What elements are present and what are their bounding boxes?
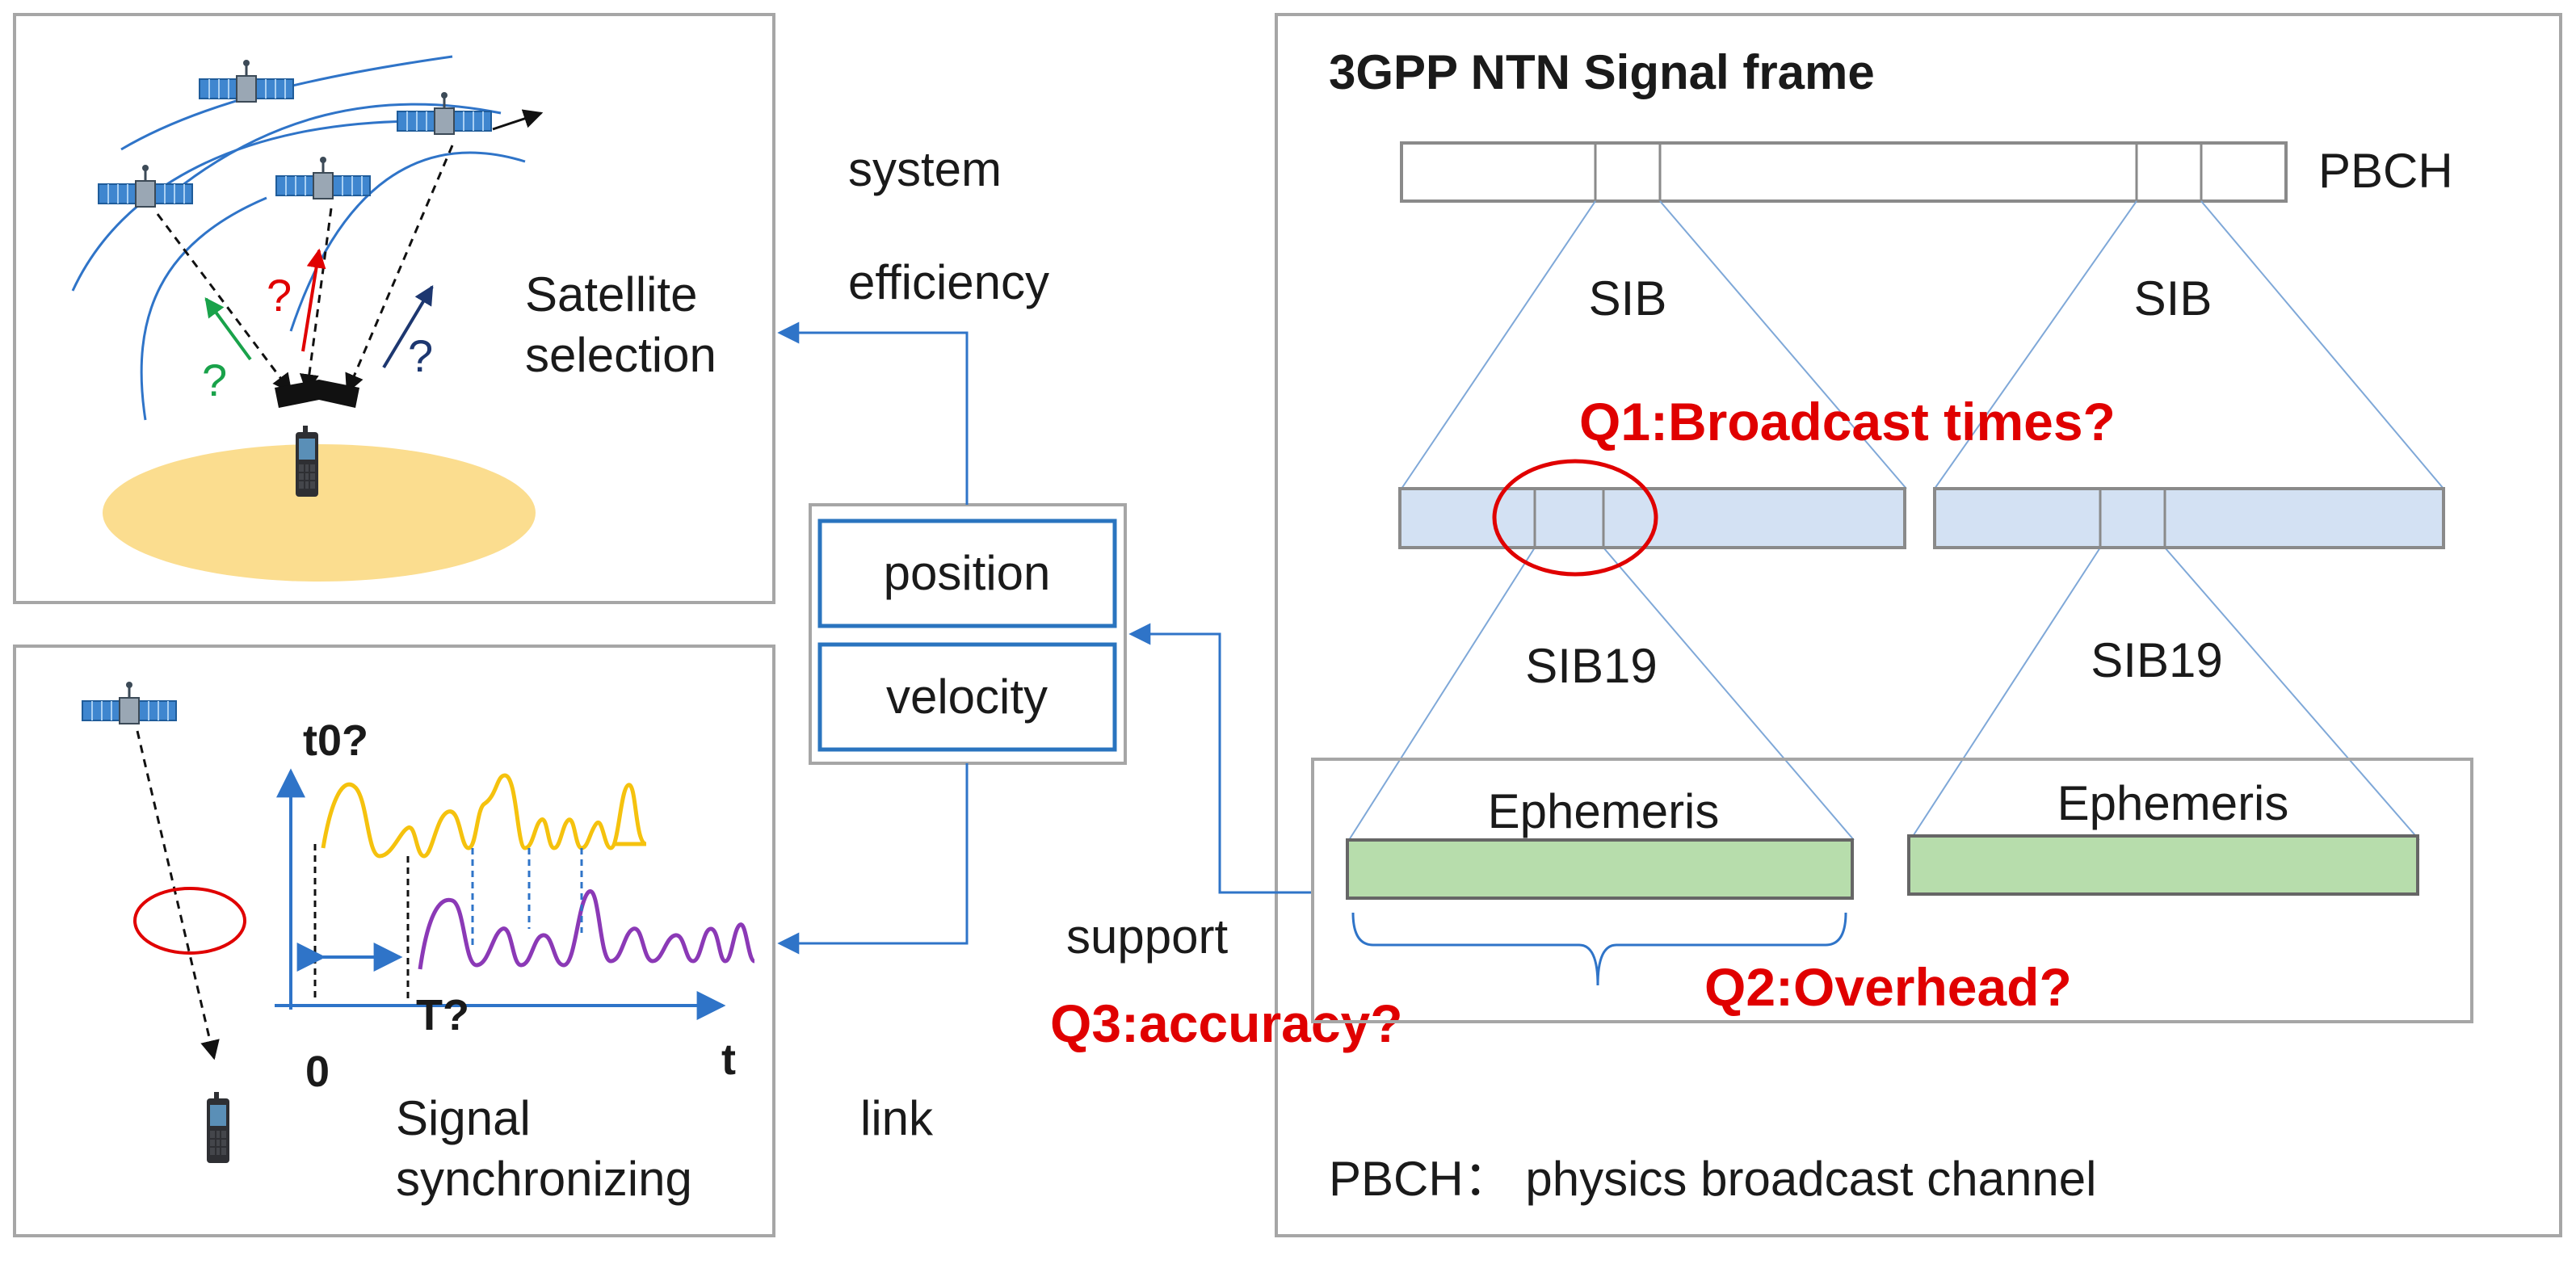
sib-left-dividers — [1533, 489, 1605, 548]
offset-t-label: T? — [416, 991, 469, 1039]
support-label: support — [1066, 909, 1228, 964]
sib19-left-label: SIB19 — [1525, 639, 1657, 693]
satellite-selection-line1: Satellite — [525, 267, 697, 321]
position-label: position — [884, 546, 1051, 600]
signal-sync-line1: Signal — [396, 1091, 531, 1145]
satellite-selection-line2: selection — [525, 328, 716, 382]
question-mark-navy: ? — [408, 330, 433, 381]
velocity-box — [817, 642, 1117, 752]
satellite-link-line — [136, 730, 220, 1060]
pbch-footnote: PBCH： physics broadcast channel — [1329, 1152, 2096, 1206]
ground-coverage-ellipse — [103, 444, 536, 582]
pbch-label: PBCH — [2318, 144, 2453, 198]
t0-label: t0? — [303, 716, 368, 765]
sib19-right-label: SIB19 — [2091, 633, 2222, 687]
system-label: system — [848, 142, 1002, 196]
sib-bar-right — [1933, 487, 2445, 549]
time-axis-label: t — [721, 1035, 736, 1084]
efficiency-label: efficiency — [848, 255, 1049, 309]
candidate-arrow-navy-icon — [382, 284, 434, 369]
frame-title: 3GPP NTN Signal frame — [1329, 45, 1875, 99]
link-label: link — [860, 1091, 934, 1145]
pbch-bar — [1400, 141, 2288, 203]
ephemeris-container — [1311, 758, 2473, 1023]
phone-icon — [206, 1091, 230, 1164]
q1-broadcast-label: Q1:Broadcast times? — [1579, 392, 2116, 451]
phone-icon — [295, 425, 319, 498]
ephemeris-bar-right — [1907, 834, 2419, 896]
signal-frame-panel — [1275, 13, 2562, 1237]
ephemeris-right-label: Ephemeris — [2057, 776, 2289, 830]
origin-zero-label: 0 — [305, 1048, 330, 1096]
arrow-to-signal-sync — [777, 763, 969, 955]
reference-signal-wave — [321, 773, 648, 859]
signal-sync-panel — [13, 645, 775, 1237]
selection-wedge-icon — [275, 380, 359, 408]
question-mark-red: ? — [267, 270, 292, 321]
link-error-ellipse — [133, 887, 246, 955]
question-mark-green: ? — [202, 355, 227, 405]
velocity-label: velocity — [886, 670, 1048, 724]
received-signal-wave — [418, 889, 756, 970]
ephemeris-bar-left — [1346, 838, 1854, 900]
signal-sync-line2: synchronizing — [396, 1152, 692, 1206]
candidate-arrow-green-icon — [204, 297, 252, 361]
sib-right-label: SIB — [2134, 271, 2213, 325]
arrow-to-satellite-selection — [777, 321, 969, 505]
pbch-dividers — [1594, 143, 2203, 201]
overhead-brace — [1351, 912, 1847, 986]
sync-guide-lines — [313, 844, 583, 1002]
broadcast-highlight-ellipse — [1492, 459, 1658, 577]
sib-left-label: SIB — [1589, 271, 1667, 325]
orbit-direction-arrow-icon — [492, 109, 544, 131]
ephemeris-left-label: Ephemeris — [1488, 784, 1720, 838]
orbit-arcs — [71, 55, 526, 421]
arrow-from-ephemeris — [1128, 623, 1313, 894]
sib-right-dividers — [2099, 489, 2166, 548]
zoom-lines — [1348, 200, 2444, 841]
link-lines — [156, 145, 454, 394]
q2-overhead-label: Q2:Overhead? — [1704, 957, 2072, 1017]
position-box — [817, 519, 1117, 628]
candidate-arrow-red-icon — [301, 248, 326, 352]
